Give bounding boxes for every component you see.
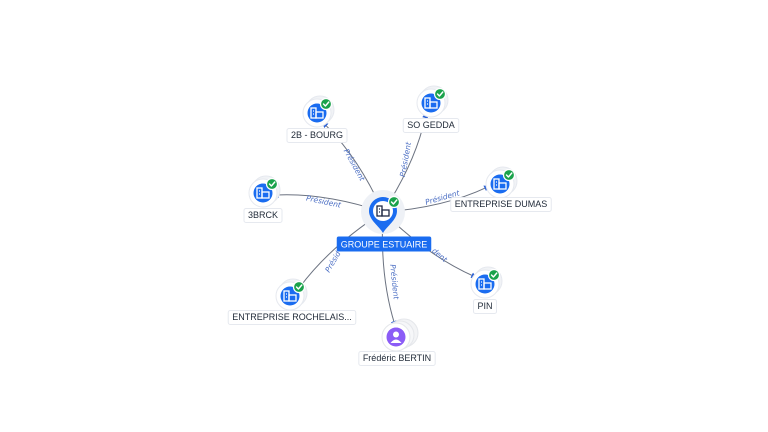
node-name: 2B - BOURG bbox=[291, 130, 343, 140]
verified-badge-icon bbox=[487, 268, 501, 282]
node-pin[interactable]: PIN bbox=[470, 266, 503, 314]
edge-relation-label: Président bbox=[342, 147, 367, 183]
building-icon bbox=[283, 290, 297, 302]
verified-badge-icon bbox=[433, 87, 447, 101]
verified-badge-icon bbox=[387, 195, 401, 209]
building-icon bbox=[376, 205, 390, 217]
building-icon bbox=[424, 97, 438, 109]
verified-badge-icon bbox=[265, 177, 279, 191]
node-3brck[interactable]: 3BRCK bbox=[243, 175, 283, 223]
node-name: ENTREPRISE ROCHELAIS... bbox=[232, 312, 352, 322]
node-so-gedda[interactable]: SO GEDDA bbox=[402, 85, 460, 133]
verified-badge-icon bbox=[292, 280, 306, 294]
center-label[interactable]: GROUPE ESTUAIRE bbox=[336, 236, 432, 252]
center-name: GROUPE ESTUAIRE bbox=[341, 239, 428, 249]
nodes-layer: 2B - BOURG SO GEDDA 3BRCK ENTREPRISE DUMAS E… bbox=[227, 85, 552, 366]
node-label[interactable]: PIN bbox=[472, 299, 498, 314]
edge-relation-label: Président bbox=[305, 193, 342, 209]
node-name: SO GEDDA bbox=[407, 120, 455, 130]
building-icon bbox=[493, 178, 507, 190]
node-name: Frédéric BERTIN bbox=[363, 353, 431, 363]
edge-relation-label: Président bbox=[388, 264, 401, 301]
node-entreprise-rochelais[interactable]: ENTREPRISE ROCHELAIS... bbox=[227, 278, 357, 325]
node-name: ENTREPRISE DUMAS bbox=[455, 199, 548, 209]
person-icon bbox=[390, 331, 402, 343]
building-icon bbox=[478, 278, 492, 290]
node-2b-bourg[interactable]: 2B - BOURG bbox=[286, 95, 348, 143]
edge-relation-label: Président bbox=[398, 140, 413, 177]
node-label[interactable]: ENTREPRISE DUMAS bbox=[450, 197, 552, 212]
node-label[interactable]: ENTREPRISE ROCHELAIS... bbox=[227, 310, 357, 325]
node-label[interactable]: 3BRCK bbox=[243, 208, 283, 223]
edge-relation-label: Présid bbox=[323, 249, 342, 274]
verified-badge-icon bbox=[502, 168, 516, 182]
building-icon bbox=[256, 187, 270, 199]
node-frederic-bertin[interactable]: Frédéric BERTIN bbox=[358, 318, 436, 366]
node-entreprise-dumas[interactable]: ENTREPRISE DUMAS bbox=[450, 166, 552, 212]
center-node[interactable]: GROUPE ESTUAIRE bbox=[336, 190, 432, 252]
node-label[interactable]: SO GEDDA bbox=[402, 118, 460, 133]
building-icon bbox=[310, 107, 324, 119]
node-name: PIN bbox=[477, 301, 492, 311]
verified-badge-icon bbox=[319, 97, 333, 111]
node-name: 3BRCK bbox=[248, 210, 278, 220]
node-label[interactable]: Frédéric BERTIN bbox=[358, 351, 436, 366]
node-label[interactable]: 2B - BOURG bbox=[286, 128, 348, 143]
